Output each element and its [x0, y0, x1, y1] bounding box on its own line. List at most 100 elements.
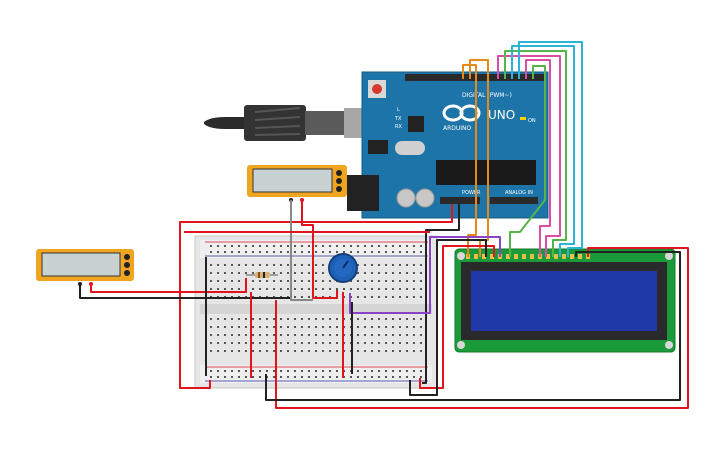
- breadboard-hole[interactable]: [392, 272, 394, 274]
- breadboard-hole[interactable]: [224, 280, 226, 282]
- breadboard-hole[interactable]: [245, 318, 247, 320]
- breadboard-hole[interactable]: [280, 288, 282, 290]
- breadboard-hole[interactable]: [364, 288, 366, 290]
- breadboard-hole[interactable]: [406, 342, 408, 344]
- breadboard-hole[interactable]: [399, 376, 401, 378]
- breadboard-hole[interactable]: [336, 245, 338, 247]
- breadboard-hole[interactable]: [231, 334, 233, 336]
- breadboard-hole[interactable]: [301, 296, 303, 298]
- breadboard-hole[interactable]: [322, 280, 324, 282]
- breadboard-hole[interactable]: [231, 251, 233, 253]
- breadboard-hole[interactable]: [308, 318, 310, 320]
- breadboard-hole[interactable]: [308, 272, 310, 274]
- breadboard-hole[interactable]: [266, 280, 268, 282]
- breadboard-hole[interactable]: [252, 370, 254, 372]
- breadboard-hole[interactable]: [231, 376, 233, 378]
- breadboard-hole[interactable]: [329, 326, 331, 328]
- breadboard-hole[interactable]: [322, 245, 324, 247]
- breadboard-hole[interactable]: [252, 334, 254, 336]
- breadboard-hole[interactable]: [280, 264, 282, 266]
- breadboard-hole[interactable]: [371, 288, 373, 290]
- breadboard-hole[interactable]: [315, 280, 317, 282]
- wires[interactable]: [79, 41, 689, 409]
- breadboard-hole[interactable]: [287, 288, 289, 290]
- breadboard-hole[interactable]: [217, 376, 219, 378]
- breadboard-hole[interactable]: [224, 334, 226, 336]
- breadboard-hole[interactable]: [259, 245, 261, 247]
- breadboard-hole[interactable]: [245, 272, 247, 274]
- breadboard-hole[interactable]: [294, 334, 296, 336]
- breadboard-hole[interactable]: [329, 342, 331, 344]
- breadboard-hole[interactable]: [364, 326, 366, 328]
- breadboard-hole[interactable]: [336, 318, 338, 320]
- breadboard-hole[interactable]: [420, 342, 422, 344]
- breadboard-hole[interactable]: [371, 296, 373, 298]
- breadboard-hole[interactable]: [252, 251, 254, 253]
- breadboard-hole[interactable]: [406, 251, 408, 253]
- breadboard-hole[interactable]: [413, 326, 415, 328]
- breadboard-hole[interactable]: [259, 288, 261, 290]
- breadboard-hole[interactable]: [420, 376, 422, 378]
- breadboard-hole[interactable]: [301, 334, 303, 336]
- breadboard-hole[interactable]: [259, 251, 261, 253]
- breadboard-hole[interactable]: [224, 245, 226, 247]
- breadboard-hole[interactable]: [252, 288, 254, 290]
- breadboard-hole[interactable]: [336, 342, 338, 344]
- breadboard-hole[interactable]: [266, 251, 268, 253]
- breadboard-hole[interactable]: [399, 264, 401, 266]
- breadboard-hole[interactable]: [322, 288, 324, 290]
- breadboard-hole[interactable]: [210, 376, 212, 378]
- breadboard-hole[interactable]: [294, 296, 296, 298]
- multimeter-left[interactable]: [36, 249, 134, 286]
- breadboard-hole[interactable]: [210, 370, 212, 372]
- lcd-pin[interactable]: [578, 254, 582, 259]
- breadboard-hole[interactable]: [336, 334, 338, 336]
- breadboard-hole[interactable]: [364, 350, 366, 352]
- breadboard-hole[interactable]: [259, 350, 261, 352]
- breadboard-hole[interactable]: [238, 334, 240, 336]
- breadboard-hole[interactable]: [336, 350, 338, 352]
- breadboard-hole[interactable]: [322, 264, 324, 266]
- breadboard-hole[interactable]: [252, 350, 254, 352]
- breadboard-hole[interactable]: [210, 288, 212, 290]
- breadboard-hole[interactable]: [231, 264, 233, 266]
- breadboard-hole[interactable]: [301, 326, 303, 328]
- breadboard-hole[interactable]: [294, 264, 296, 266]
- breadboard-hole[interactable]: [210, 334, 212, 336]
- breadboard-hole[interactable]: [224, 288, 226, 290]
- breadboard-hole[interactable]: [301, 318, 303, 320]
- breadboard-hole[interactable]: [287, 251, 289, 253]
- breadboard-hole[interactable]: [385, 280, 387, 282]
- breadboard-hole[interactable]: [322, 370, 324, 372]
- breadboard-hole[interactable]: [413, 280, 415, 282]
- breadboard-hole[interactable]: [322, 342, 324, 344]
- breadboard-hole[interactable]: [287, 264, 289, 266]
- breadboard-hole[interactable]: [287, 245, 289, 247]
- breadboard-hole[interactable]: [294, 342, 296, 344]
- breadboard-hole[interactable]: [210, 350, 212, 352]
- breadboard-hole[interactable]: [406, 350, 408, 352]
- breadboard-hole[interactable]: [259, 342, 261, 344]
- lcd-pin[interactable]: [530, 254, 534, 259]
- breadboard-hole[interactable]: [301, 376, 303, 378]
- breadboard-hole[interactable]: [231, 280, 233, 282]
- breadboard-hole[interactable]: [420, 326, 422, 328]
- breadboard-hole[interactable]: [315, 288, 317, 290]
- breadboard-hole[interactable]: [329, 280, 331, 282]
- breadboard-hole[interactable]: [273, 280, 275, 282]
- breadboard-hole[interactable]: [252, 376, 254, 378]
- breadboard-hole[interactable]: [420, 288, 422, 290]
- breadboard-hole[interactable]: [315, 350, 317, 352]
- breadboard-hole[interactable]: [357, 326, 359, 328]
- breadboard-hole[interactable]: [378, 334, 380, 336]
- breadboard-hole[interactable]: [238, 318, 240, 320]
- breadboard-hole[interactable]: [259, 326, 261, 328]
- breadboard-hole[interactable]: [315, 334, 317, 336]
- breadboard-hole[interactable]: [385, 272, 387, 274]
- breadboard-hole[interactable]: [224, 342, 226, 344]
- breadboard-hole[interactable]: [385, 334, 387, 336]
- breadboard-hole[interactable]: [210, 272, 212, 274]
- breadboard-hole[interactable]: [315, 264, 317, 266]
- breadboard-hole[interactable]: [266, 350, 268, 352]
- breadboard-hole[interactable]: [266, 370, 268, 372]
